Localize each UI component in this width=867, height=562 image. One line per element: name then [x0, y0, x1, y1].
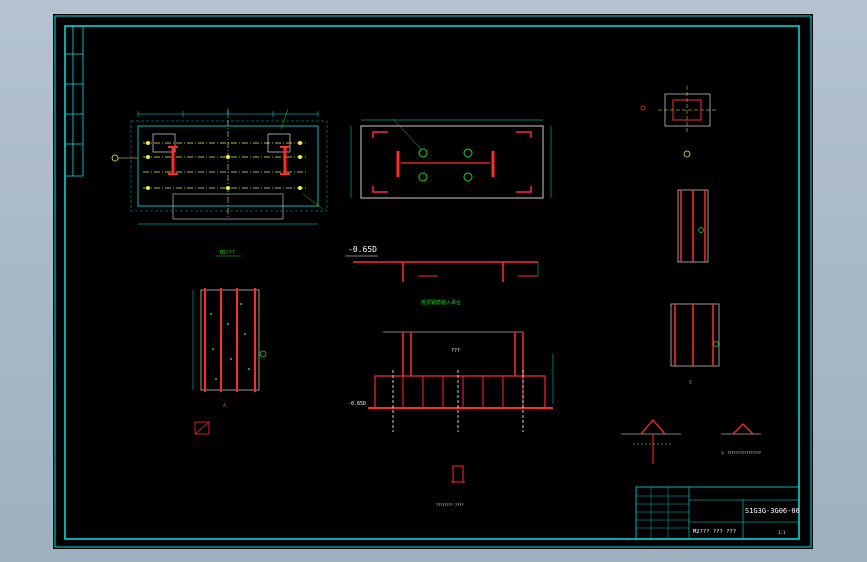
sheet-inner-frame: [64, 25, 800, 540]
pile-elevation-view[interactable]: -0.65D ???: [348, 331, 554, 432]
pile-column-section-left[interactable]: A: [192, 288, 267, 435]
detail-note-2: ???????? ????: [436, 503, 463, 507]
detail-note-1: 1. ????????????????: [721, 451, 761, 455]
joint-detail-right[interactable]: 1. ????????????????: [721, 423, 761, 455]
drawing-scale: 1:1: [778, 530, 786, 535]
plan-view-label: M2???: [220, 250, 235, 256]
pilecap-section-view[interactable]: [350, 118, 552, 199]
column-plan-detail[interactable]: [640, 86, 718, 158]
sheet-outer-frame: [54, 15, 812, 548]
joint-detail-left[interactable]: [621, 419, 681, 464]
drawing-title: M2??? ??? ???: [693, 529, 736, 535]
title-block[interactable]: S1G3G-3G06-06 M2??? ??? ??? 1:1: [635, 486, 800, 540]
bolt-detail[interactable]: ???????? ????: [436, 465, 465, 507]
cad-viewport[interactable]: M2??? -0.65D 桩顶钢筋锚入承台: [53, 14, 813, 549]
section-mark-a: A: [223, 403, 226, 409]
pilecap-plan-view[interactable]: M2???: [111, 108, 328, 257]
section-mark-b: B: [689, 380, 692, 386]
binding-strip: [65, 26, 84, 177]
cap-elevation-strip[interactable]: -0.65D 桩顶钢筋锚入承台: [345, 245, 539, 306]
column-section-right-upper[interactable]: [677, 189, 709, 263]
drawing-canvas: M2??? -0.65D 桩顶钢筋锚入承台: [54, 15, 812, 548]
column-section-right-lower[interactable]: B: [670, 303, 720, 386]
drawing-number: S1G3G-3G06-06: [745, 507, 800, 515]
pile-note-label: 桩顶钢筋锚入承台: [421, 299, 461, 306]
elevation-ref-label: ???: [451, 348, 460, 354]
level-label-bottom: -0.65D: [348, 401, 366, 407]
level-label-top: -0.65D: [348, 245, 377, 254]
